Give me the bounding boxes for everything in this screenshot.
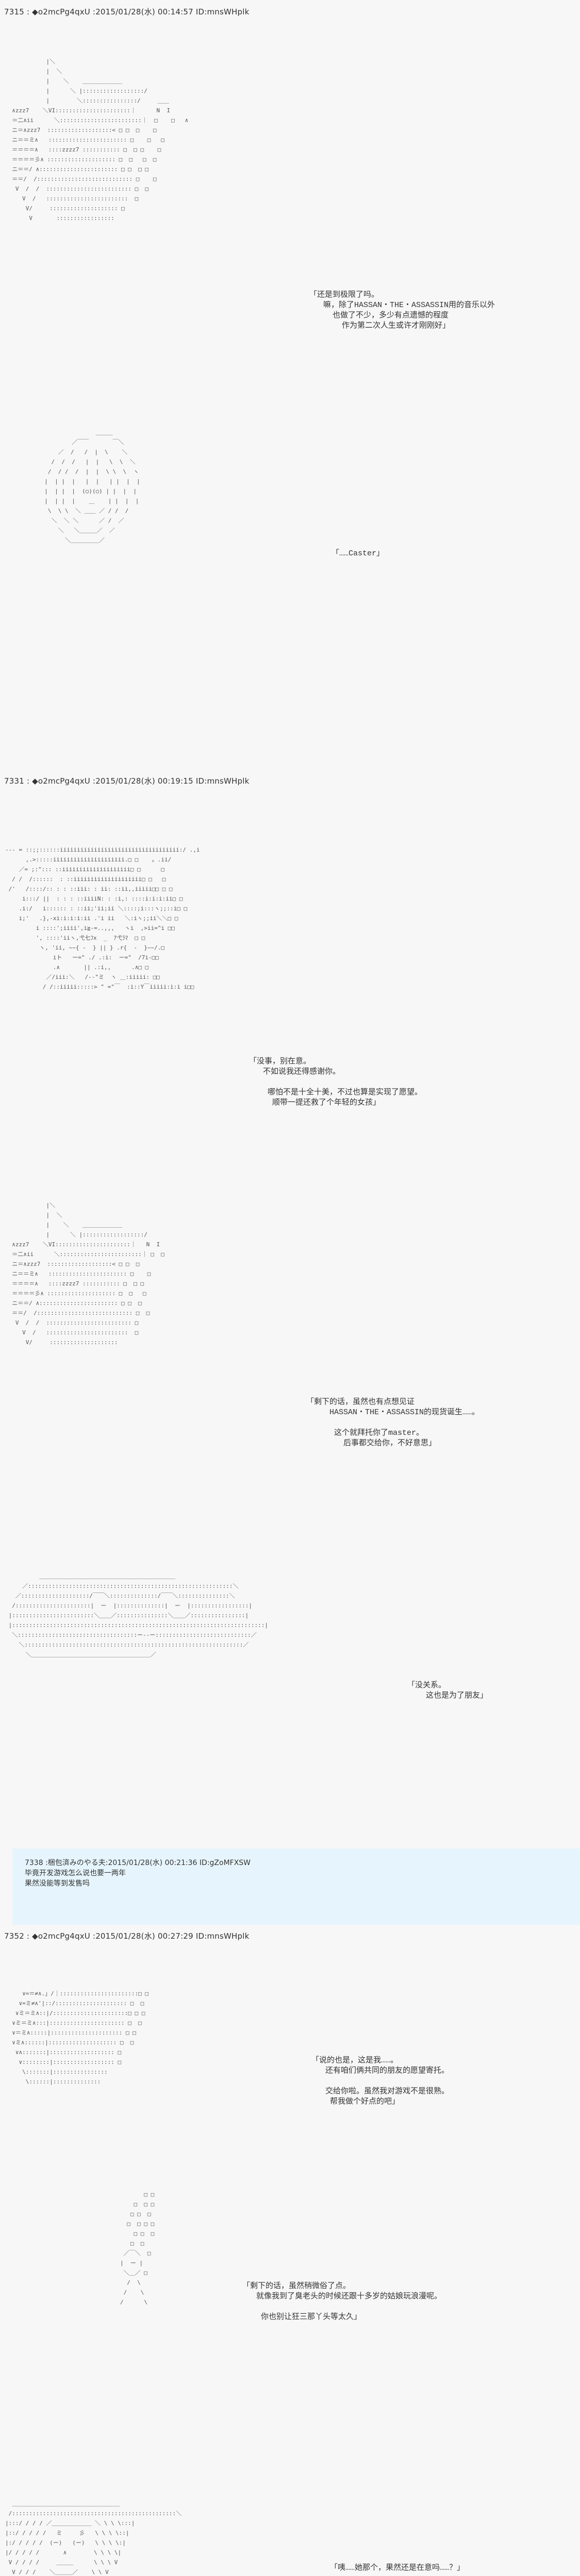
ascii-art-panel: ∨=＝≠∧.」/｜:::::::::::::::::::::::□ □ ∨=ミ≠… (12, 1990, 149, 2085)
dialog-text: 「……Caster」 (332, 549, 385, 558)
ascii-art-panel: --- = ::;;::::::iiiiiiiiiiiiiiiiiiiiiiii… (5, 846, 200, 990)
comment-meta: 7338 :梱包済みのやる夫:2015/01/28(水) 00:21:36 ID… (25, 1859, 251, 1867)
dialog-text: 「剩下的话，虽然稍微俗了点。 就像我到了臭老头的时候还跟十多岁的姑娘玩浪漫呢。 … (242, 2282, 442, 2321)
ascii-art-panel: □ □ □ □ □ □ □ □ □ □ □ □ □ □ □ □ □ ／￣＼ □ … (120, 2191, 155, 2306)
comment: 7338 :梱包済みのやる夫:2015/01/28(水) 00:21:36 ID… (25, 1858, 568, 1889)
dialog-text: 「没事，别在意。 不如说我还得感谢你。 哪怕不是十全十美，不过也算是实现了愿望。… (249, 1057, 423, 1107)
ascii-art-panel: |＼ | ＼ | ＼ ＿＿＿＿＿＿＿ | ＼ |::::::::::::::::… (12, 1202, 164, 1346)
reader-comments: 7338 :梱包済みのやる夫:2015/01/28(水) 00:21:36 ID… (12, 1849, 580, 1925)
dialog-text: 「说的也是，这是我……。 还有咱们俩共同的朋友的愿望寄托。 交给你啦。虽然我对游… (311, 2056, 450, 2106)
dialog-text: 「还是到极限了吗。 嘛，除了HASSAN・THE・ASSASSIN用的音乐以外 … (309, 291, 495, 330)
ascii-art-panel: ＿＿＿＿＿＿＿＿＿＿＿＿＿＿＿＿＿＿＿＿＿＿＿＿ ／::::::::::::::… (8, 1573, 268, 1658)
ascii-art-panel: |＼ | ＼ | ＼ ＿＿＿＿＿＿＿ | ＼ |::::::::::::::::… (12, 58, 189, 222)
dialog-text: 「没关系。 这也是为了朋友」 (407, 1681, 488, 1700)
comment-body: 毕竟开发游戏怎么说也要一两年 果然没能等到发售吗 (25, 1869, 126, 1888)
post-header-7315: 7315 : ◆o2mcPg4qxU :2015/01/28(水) 00:14:… (4, 7, 250, 16)
dialog-text: 「剩下的话，虽然也有点想见证 HASSAN・THE・ASSASSIN的现货诞生…… (306, 1398, 480, 1448)
post-header-7331: 7331 : ◆o2mcPg4qxU :2015/01/28(水) 00:19:… (4, 776, 250, 786)
post-header-7352: 7352 : ◆o2mcPg4qxU :2015/01/28(水) 00:27:… (4, 1931, 250, 1941)
ascii-art-panel: ＿＿＿ ／￣￣ ￣＼ ／ / / | \ ＼ / / / | | \ \ ＼ /… (44, 429, 140, 544)
dialog-text: 「咦……她那个，果然还是在意吗……？」 (330, 2564, 465, 2572)
ascii-art-panel: ＿＿＿＿＿＿＿＿＿＿＿＿＿＿＿＿＿＿＿ /:::::::::::::::::::… (5, 2500, 182, 2575)
